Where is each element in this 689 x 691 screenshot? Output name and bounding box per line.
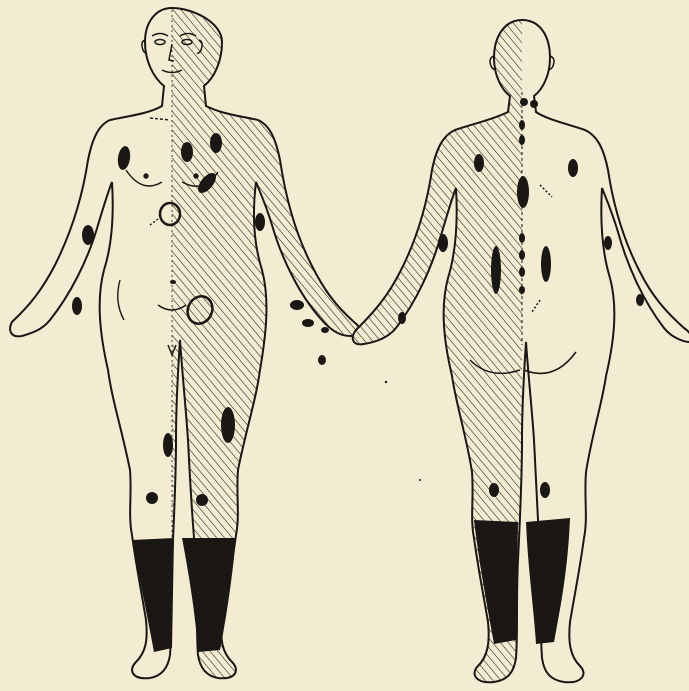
front-spot bbox=[82, 225, 94, 245]
front-spot bbox=[146, 492, 158, 504]
back-spot bbox=[519, 135, 525, 145]
front-spot bbox=[170, 280, 176, 284]
back-spot bbox=[530, 100, 538, 108]
front-spot bbox=[163, 433, 173, 457]
paper-specks bbox=[385, 381, 421, 481]
front-spot bbox=[318, 355, 326, 365]
back-spot bbox=[519, 267, 525, 277]
back-spot bbox=[474, 154, 484, 172]
front-spot bbox=[255, 213, 265, 231]
back-spot bbox=[636, 294, 644, 306]
back-spot bbox=[568, 159, 578, 177]
back-left-half-hatching bbox=[353, 20, 689, 682]
front-spot bbox=[302, 319, 314, 327]
front-spot bbox=[196, 494, 208, 506]
back-spot bbox=[519, 250, 525, 260]
back-spot bbox=[398, 312, 406, 324]
back-view bbox=[353, 20, 689, 682]
front-spot bbox=[221, 407, 235, 443]
back-spot bbox=[520, 98, 528, 106]
front-view bbox=[10, 8, 359, 678]
back-spot bbox=[519, 120, 525, 130]
back-spot bbox=[519, 233, 525, 243]
front-spot bbox=[210, 133, 222, 153]
back-spot bbox=[519, 286, 525, 294]
front-spot bbox=[181, 142, 193, 162]
back-spot bbox=[491, 246, 501, 294]
front-spot bbox=[72, 297, 82, 315]
front-right-half-hatching bbox=[10, 8, 359, 678]
back-spot bbox=[540, 482, 550, 498]
back-spot bbox=[489, 483, 499, 497]
front-spot bbox=[321, 327, 329, 333]
back-spot bbox=[517, 176, 529, 208]
back-spot bbox=[541, 246, 551, 282]
front-spot bbox=[290, 300, 304, 310]
back-spot bbox=[438, 234, 448, 252]
back-spot bbox=[604, 236, 612, 250]
